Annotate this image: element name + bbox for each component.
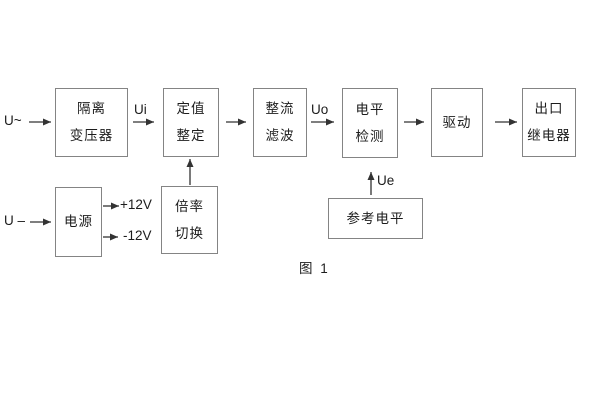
block-label: 继电器 (527, 128, 571, 144)
block-output-relay: 出口 继电器 (522, 88, 576, 157)
label-plus-12v: +12V (120, 197, 152, 212)
block-label: 变压器 (69, 128, 114, 144)
block-label: 电平 (355, 101, 385, 117)
label-dc-input: U – (4, 213, 26, 228)
block-label: 倍率 (175, 199, 204, 214)
block-label: 整流 (265, 101, 295, 117)
figure-caption: 图 1 (299, 261, 330, 276)
block-label: 检测 (355, 128, 385, 144)
label-minus-12v: -12V (123, 228, 152, 243)
block-isolation-transformer: 隔离 变压器 (55, 88, 128, 157)
label-ue-signal: Ue (377, 173, 395, 188)
label-uo-signal: Uo (311, 102, 329, 117)
block-power-supply: 电源 (55, 187, 102, 257)
block-label: 整定 (176, 128, 206, 144)
block-label: 参考电平 (346, 210, 405, 226)
block-value-setting: 定值 整定 (163, 88, 219, 157)
block-label: 滤波 (265, 128, 295, 144)
label-ui-signal: Ui (134, 102, 147, 117)
label-ac-input: U~ (4, 113, 22, 128)
block-label: 切换 (175, 225, 204, 241)
block-level-detection: 电平 检测 (342, 88, 398, 158)
block-label: 定值 (176, 101, 206, 117)
block-label: 电源 (64, 214, 93, 230)
block-drive: 驱动 (431, 88, 483, 157)
block-label: 出口 (534, 101, 564, 117)
block-label: 驱动 (442, 114, 472, 130)
block-rectifier-filter: 整流 滤波 (253, 88, 307, 157)
block-label: 隔离 (77, 101, 106, 117)
block-reference-level: 参考电平 (328, 198, 423, 239)
block-ratio-switch: 倍率 切换 (161, 186, 218, 254)
